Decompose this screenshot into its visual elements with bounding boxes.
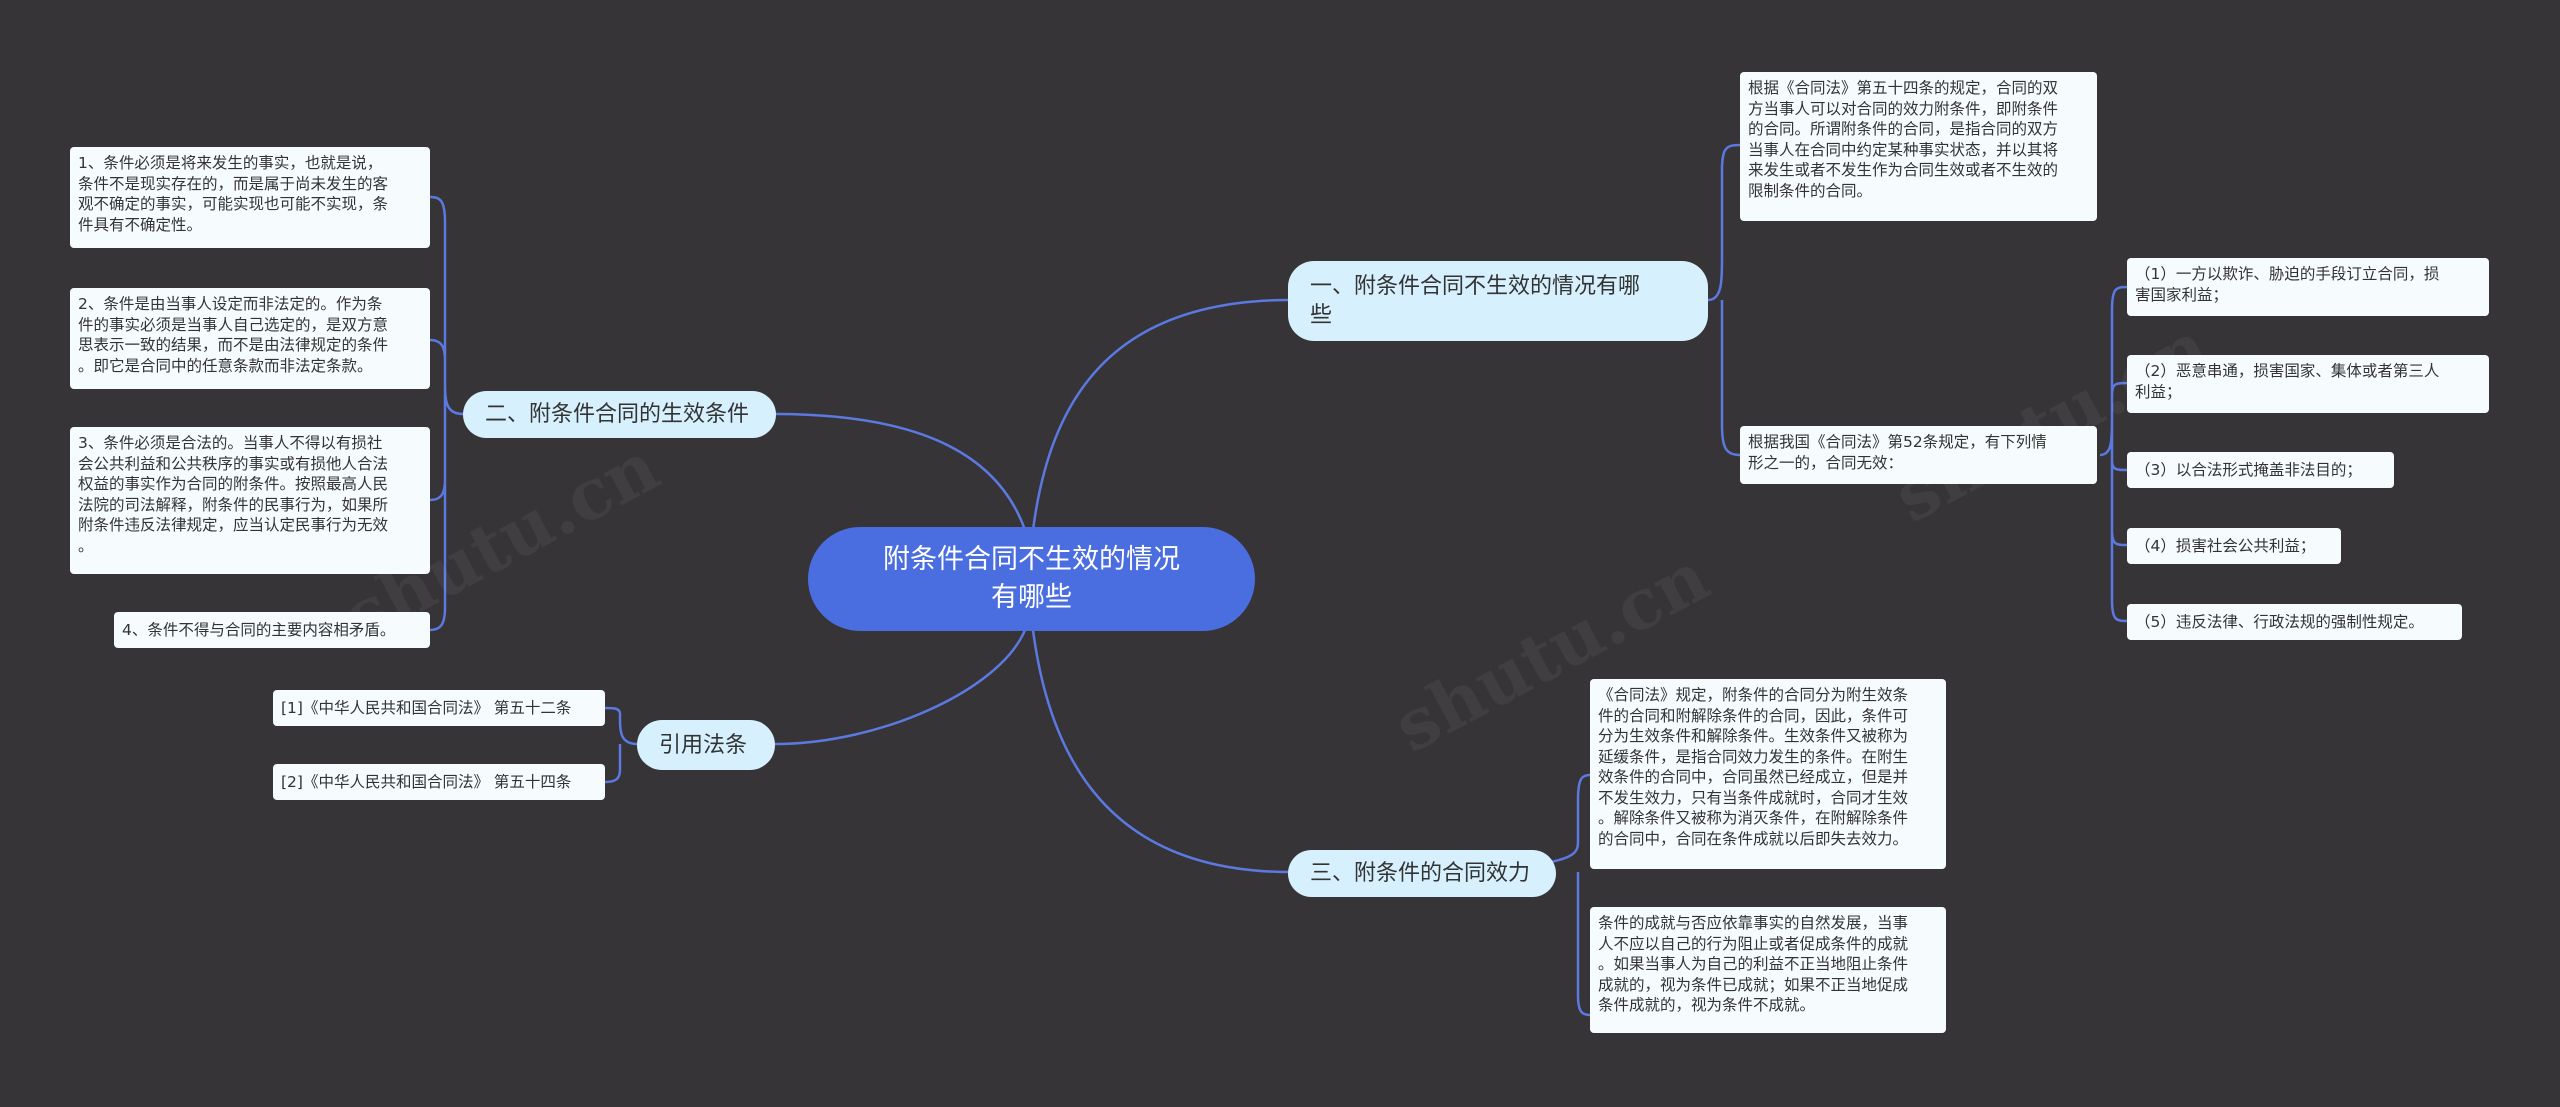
leaf-invalid-case-2: （2）恶意串通，损害国家、集体或者第三人 利益； bbox=[2127, 355, 2489, 413]
leaf-invalid-case-3: （3）以合法形式掩盖非法目的； bbox=[2127, 452, 2394, 488]
branch-label: 一、附条件合同不生效的情况有哪 些 bbox=[1310, 274, 1641, 328]
leaf-invalid-case-4: （4）损害社会公共利益； bbox=[2127, 528, 2341, 564]
leaf-conditional-contract-types: 《合同法》规定，附条件的合同分为附生效条 件的合同和附解除条件的合同，因此，条件… bbox=[1590, 679, 1946, 869]
branch-label: 三、附条件的合同效力 bbox=[1310, 861, 1531, 886]
leaf-condition-future-fact: 1、条件必须是将来发生的事实，也就是说， 条件不是现实存在的，而是属于尚未发生的… bbox=[70, 147, 430, 248]
leaf-condition-no-conflict: 4、条件不得与合同的主要内容相矛盾。 bbox=[114, 612, 430, 648]
branch-contract-effect[interactable]: 三、附条件的合同效力 bbox=[1288, 850, 1556, 897]
branch-label: 引用法条 bbox=[659, 732, 748, 758]
leaf-invalid-case-5: （5）违反法律、行政法规的强制性规定。 bbox=[2127, 604, 2462, 640]
leaf-cited-law-1[interactable]: [1]《中华人民共和国合同法》 第五十二条 bbox=[273, 690, 605, 726]
link-central-b1 bbox=[1031, 298, 1291, 531]
link-b2-leaves bbox=[429, 195, 464, 632]
branch-conditions-ineffective[interactable]: 一、附条件合同不生效的情况有哪 些 bbox=[1288, 261, 1708, 341]
branch-cited-laws[interactable]: 引用法条 bbox=[637, 720, 775, 770]
link-b1l2-subs bbox=[2099, 285, 2128, 623]
leaf-article-52-intro: 根据我国《合同法》第52条规定，有下列情 形之一的，合同无效： bbox=[1740, 426, 2097, 484]
link-central-b4 bbox=[774, 629, 1027, 746]
central-topic-label: 附条件合同不生效的情况 有哪些 bbox=[883, 544, 1180, 613]
central-topic[interactable]: 附条件合同不生效的情况 有哪些 bbox=[808, 527, 1255, 631]
leaf-contract-law-article-54: 根据《合同法》第五十四条的规定，合同的双 方当事人可以对合同的效力附条件，即附条… bbox=[1740, 72, 2097, 221]
branch-effective-conditions[interactable]: 二、附条件合同的生效条件 bbox=[463, 391, 776, 438]
link-b4-leaves bbox=[604, 706, 638, 784]
link-central-b2 bbox=[774, 412, 1027, 531]
leaf-condition-set-by-parties: 2、条件是由当事人设定而非法定的。作为条 件的事实必须是当事人自己选定的，是双方… bbox=[70, 288, 430, 389]
branch-label: 二、附条件合同的生效条件 bbox=[485, 402, 750, 427]
link-central-b3 bbox=[1031, 629, 1291, 874]
link-b1-leaves bbox=[1707, 143, 1741, 457]
leaf-condition-lawful: 3、条件必须是合法的。当事人不得以有损社 会公共利益和公共秩序的事实或有损他人合… bbox=[70, 427, 430, 574]
leaf-invalid-case-1: （1）一方以欺诈、胁迫的手段订立合同，损 害国家利益； bbox=[2127, 258, 2489, 316]
leaf-cited-law-2[interactable]: [2]《中华人民共和国合同法》 第五十四条 bbox=[273, 764, 605, 800]
leaf-condition-fulfillment: 条件的成就与否应依靠事实的自然发展，当事 人不应以自己的行为阻止或者促成条件的成… bbox=[1590, 907, 1946, 1033]
